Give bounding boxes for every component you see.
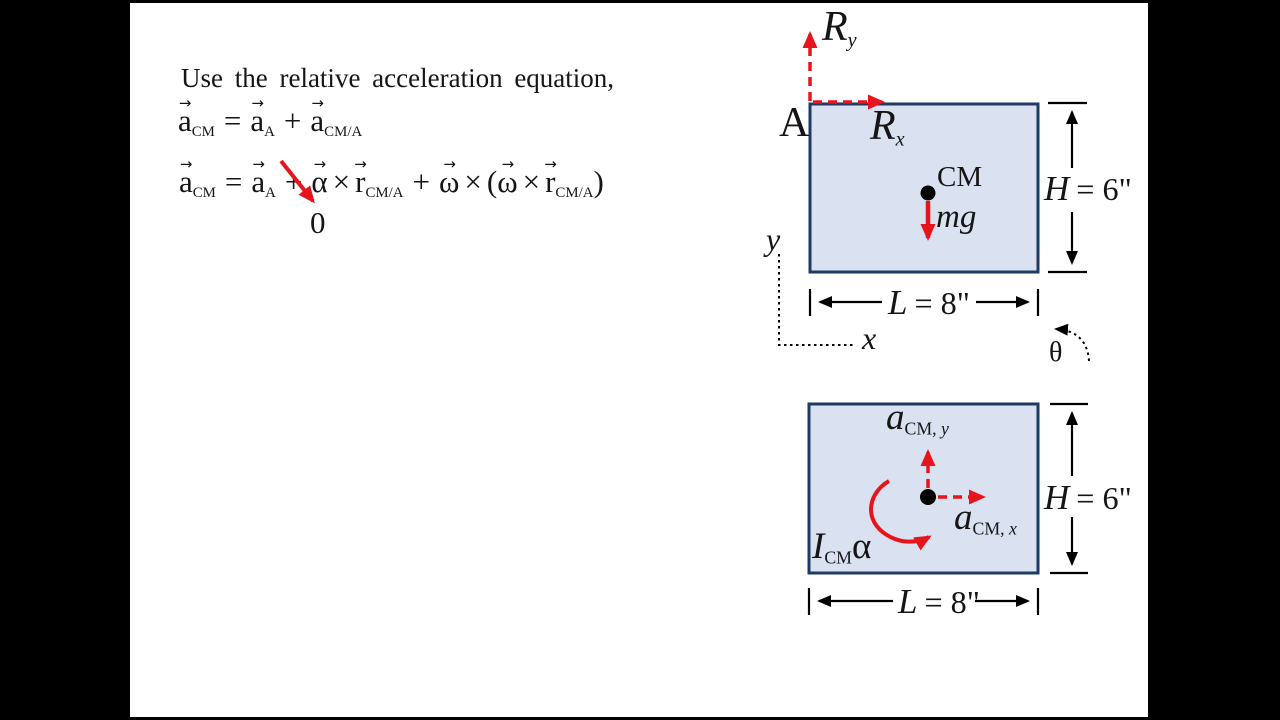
vector-arrow-icon: → [354,154,367,173]
vector-a-cma: →a [310,95,325,139]
length-value: = 8" [914,285,970,321]
eq2-lhs-base: a [179,164,193,199]
eq2-lparen: ( [486,164,498,199]
vector-omega: →ω [438,156,460,200]
accel-x-sub: CM, [972,518,1009,539]
eq2-omega2: ω [497,164,518,199]
vector-arrow-icon: → [443,154,456,173]
eq2-r1-base: r [355,164,366,199]
vector-a-cm: →a [178,95,192,139]
reaction-x-base: R [870,103,896,149]
eq2-r2-base: r [545,164,556,199]
vector-r-cma: →r [354,156,366,200]
kd-accel-y-label: aCM, y [886,397,949,439]
reaction-x-sub: x [895,128,905,151]
kd-length-label: L= 8" [898,582,980,622]
eq2-plus1: + [284,164,303,199]
vector-arrow-icon: → [178,93,192,112]
fbd-length-label: L= 8" [888,283,970,323]
length-value: = 8" [924,584,980,620]
kd-accel-x-label: aCM, x [954,497,1017,539]
fbd-axis-x-label: x [862,320,877,356]
vector-arrow-icon: → [252,154,265,173]
eq1-t2-sub: CM/A [324,123,363,140]
accel-y-sub-axis: y [941,418,949,439]
length-symbol: L [888,283,908,322]
fbd-height-label: H= 6" [1044,169,1132,209]
eq2-r1-sub: CM/A [365,184,404,201]
eq1-t1-sub: A [264,123,275,140]
kd-moment-label: ICMα [812,526,872,568]
vector-a-a-cancelled: →a [251,156,266,200]
eq1-lhs-sub: CM [191,123,215,140]
cancel-zero-label: 0 [310,205,326,240]
eq2-t1-sub: A [265,184,276,201]
vector-arrow-icon: → [544,154,557,173]
length-symbol: L [898,582,918,621]
eq2-omega1: ω [438,164,460,199]
fbd-axis-y-label: y [766,221,781,257]
eq1-equals: = [223,103,242,138]
eq2-equals: = [224,164,243,199]
eq2-times1: × [332,164,351,199]
accel-x-sub-axis: x [1009,518,1017,539]
eq2-r2-sub: CM/A [555,184,594,201]
eq1-plus: + [283,103,302,138]
eq2-times3: × [522,164,541,199]
height-symbol: H [1044,478,1070,517]
vector-a-a: →a [250,95,265,139]
reaction-y-base: R [822,4,848,50]
kd-height-label: H= 6" [1044,478,1132,518]
equation-1: →aCM=→aA+→aCM/A [178,95,363,140]
fbd-cm-label: CM [937,161,983,193]
eq2-times2: × [464,164,482,199]
intro-text: Use the relative acceleration equation, [181,63,615,93]
fbd-reaction-x-label: Rx [870,103,905,150]
moment-inertia-sub: CM [824,547,852,568]
fbd-weight-label: mg [936,199,977,235]
eq1-t2-base: a [310,103,325,138]
eq2-t1-base: a [251,164,266,199]
fbd-corner-label: A [779,100,810,146]
eq2-rparen: ) [593,164,604,199]
eq1-lhs-base: a [178,103,192,138]
moment-alpha: α [851,526,872,567]
vector-arrow-icon: → [179,154,193,173]
vector-alpha: →α [311,156,328,200]
height-value: = 6" [1076,480,1132,516]
vector-arrow-icon: → [501,154,515,173]
equation-2: →aCM=→aA+→α×→rCM/A+→ω×(→ω×→rCM/A) [179,156,604,201]
reaction-y-sub: y [847,29,857,52]
moment-inertia-symbol: I [812,526,825,567]
height-symbol: H [1044,169,1070,208]
eq2-lhs-sub: CM [192,184,216,201]
vector-omega: →ω [497,156,518,200]
fbd-reaction-y-label: Ry [822,4,857,51]
vector-arrow-icon: → [311,93,324,112]
height-value: = 6" [1076,171,1132,207]
accel-x-base: a [954,497,973,538]
vector-a-cm: →a [179,156,193,200]
eq2-alpha: α [311,164,328,199]
fbd-theta-label: θ [1049,337,1063,368]
vector-arrow-icon: → [313,154,327,173]
vector-r-cma: →r [544,156,556,200]
accel-y-sub: CM, [904,418,941,439]
accel-y-base: a [886,397,905,438]
eq1-t1-base: a [250,103,265,138]
eq2-plus2: + [412,164,430,199]
vector-arrow-icon: → [251,93,264,112]
